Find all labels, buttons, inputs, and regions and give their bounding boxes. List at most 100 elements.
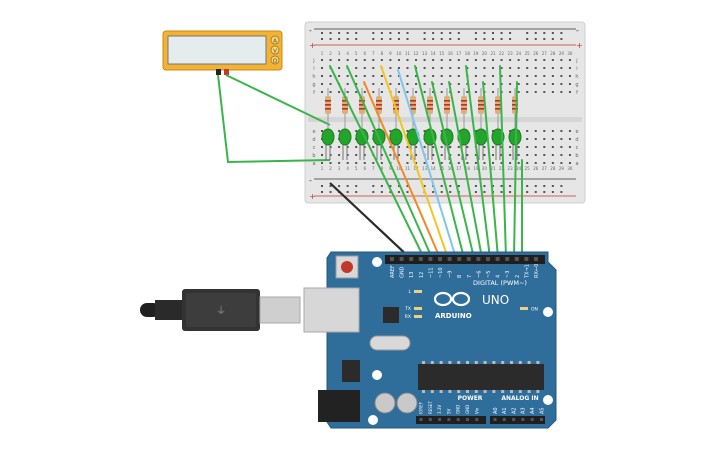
terminal-hole[interactable]	[483, 154, 486, 156]
terminal-hole[interactable]	[474, 154, 477, 156]
rail-hole[interactable]	[509, 185, 512, 187]
terminal-hole[interactable]	[568, 59, 571, 61]
terminal-hole[interactable]	[474, 91, 477, 93]
rail-hole[interactable]	[440, 32, 443, 34]
terminal-hole[interactable]	[449, 162, 452, 164]
analog-pin[interactable]	[530, 418, 534, 421]
terminal-hole[interactable]	[466, 162, 469, 164]
rail-hole[interactable]	[440, 38, 443, 40]
rail-hole[interactable]	[380, 32, 383, 34]
terminal-hole[interactable]	[423, 91, 426, 93]
terminal-hole[interactable]	[534, 130, 537, 132]
rail-hole[interactable]	[449, 32, 452, 34]
usb-cable[interactable]: ⏚	[140, 289, 301, 331]
terminal-hole[interactable]	[432, 91, 435, 93]
terminal-hole[interactable]	[534, 59, 537, 61]
terminal-hole[interactable]	[372, 75, 375, 77]
terminal-hole[interactable]	[355, 130, 358, 132]
terminal-hole[interactable]	[509, 75, 512, 77]
terminal-hole[interactable]	[338, 162, 341, 164]
terminal-hole[interactable]	[432, 154, 435, 156]
rail-hole[interactable]	[526, 38, 529, 40]
terminal-hole[interactable]	[372, 91, 375, 93]
jumper-wire[interactable]	[329, 65, 425, 259]
rail-hole[interactable]	[509, 38, 512, 40]
terminal-hole[interactable]	[389, 67, 392, 69]
terminal-hole[interactable]	[406, 130, 409, 132]
terminal-hole[interactable]	[449, 67, 452, 69]
rail-hole[interactable]	[321, 38, 323, 40]
analog-pin[interactable]	[521, 418, 525, 421]
rail-hole[interactable]	[483, 32, 486, 34]
terminal-hole[interactable]	[526, 146, 529, 148]
terminal-hole[interactable]	[551, 59, 554, 61]
rail-hole[interactable]	[321, 32, 323, 34]
terminal-hole[interactable]	[321, 154, 323, 156]
terminal-hole[interactable]	[483, 67, 486, 69]
mode-v-knob[interactable]	[270, 45, 280, 55]
led[interactable]	[491, 128, 505, 146]
terminal-hole[interactable]	[526, 67, 529, 69]
terminal-hole[interactable]	[389, 154, 392, 156]
terminal-hole[interactable]	[423, 83, 426, 85]
rail-hole[interactable]	[500, 32, 503, 34]
mode-a-knob[interactable]	[270, 35, 280, 45]
rail-hole[interactable]	[560, 191, 563, 193]
terminal-hole[interactable]	[432, 75, 435, 77]
rail-hole[interactable]	[457, 38, 460, 40]
terminal-hole[interactable]	[492, 59, 494, 61]
jumper-wire[interactable]	[448, 81, 483, 259]
rail-hole[interactable]	[397, 185, 400, 187]
led[interactable]	[355, 128, 369, 146]
power-pin[interactable]	[466, 418, 469, 421]
rail-hole[interactable]	[406, 32, 409, 34]
rail-hole[interactable]	[543, 185, 546, 187]
terminal-hole[interactable]	[346, 83, 349, 85]
terminal-hole[interactable]	[457, 162, 460, 164]
terminal-hole[interactable]	[543, 91, 546, 93]
terminal-hole[interactable]	[526, 83, 529, 85]
terminal-hole[interactable]	[338, 154, 341, 156]
terminal-hole[interactable]	[534, 91, 537, 93]
terminal-hole[interactable]	[517, 83, 520, 85]
terminal-hole[interactable]	[551, 83, 554, 85]
rail-hole[interactable]	[329, 38, 332, 40]
terminal-hole[interactable]	[534, 67, 537, 69]
terminal-hole[interactable]	[355, 162, 358, 164]
terminal-hole[interactable]	[457, 67, 460, 69]
usb-b-port[interactable]	[303, 287, 360, 333]
terminal-hole[interactable]	[397, 91, 400, 93]
terminal-hole[interactable]	[397, 146, 400, 148]
terminal-hole[interactable]	[568, 130, 571, 132]
jumper-wire[interactable]	[499, 65, 507, 259]
terminal-hole[interactable]	[509, 154, 512, 156]
terminal-hole[interactable]	[551, 162, 554, 164]
rail-hole[interactable]	[551, 185, 554, 187]
jumper-wire[interactable]	[465, 65, 491, 259]
terminal-hole[interactable]	[372, 83, 375, 85]
terminal-hole[interactable]	[483, 75, 486, 77]
terminal-hole[interactable]	[415, 162, 418, 164]
terminal-hole[interactable]	[355, 154, 358, 156]
rail-hole[interactable]	[534, 32, 537, 34]
terminal-hole[interactable]	[560, 138, 563, 140]
terminal-hole[interactable]	[355, 67, 358, 69]
led[interactable]	[474, 128, 488, 146]
terminal-hole[interactable]	[517, 154, 520, 156]
terminal-hole[interactable]	[415, 75, 418, 77]
terminal-hole[interactable]	[346, 154, 349, 156]
rail-hole[interactable]	[551, 38, 554, 40]
terminal-hole[interactable]	[526, 75, 529, 77]
rail-hole[interactable]	[449, 38, 452, 40]
terminal-hole[interactable]	[321, 162, 323, 164]
terminal-hole[interactable]	[509, 146, 512, 148]
terminal-hole[interactable]	[492, 162, 494, 164]
terminal-hole[interactable]	[517, 162, 520, 164]
terminal-hole[interactable]	[551, 91, 554, 93]
power-pin[interactable]	[447, 418, 451, 421]
rail-hole[interactable]	[372, 32, 375, 34]
terminal-hole[interactable]	[466, 146, 469, 148]
digital-pin[interactable]	[466, 257, 471, 261]
terminal-hole[interactable]	[568, 162, 571, 164]
